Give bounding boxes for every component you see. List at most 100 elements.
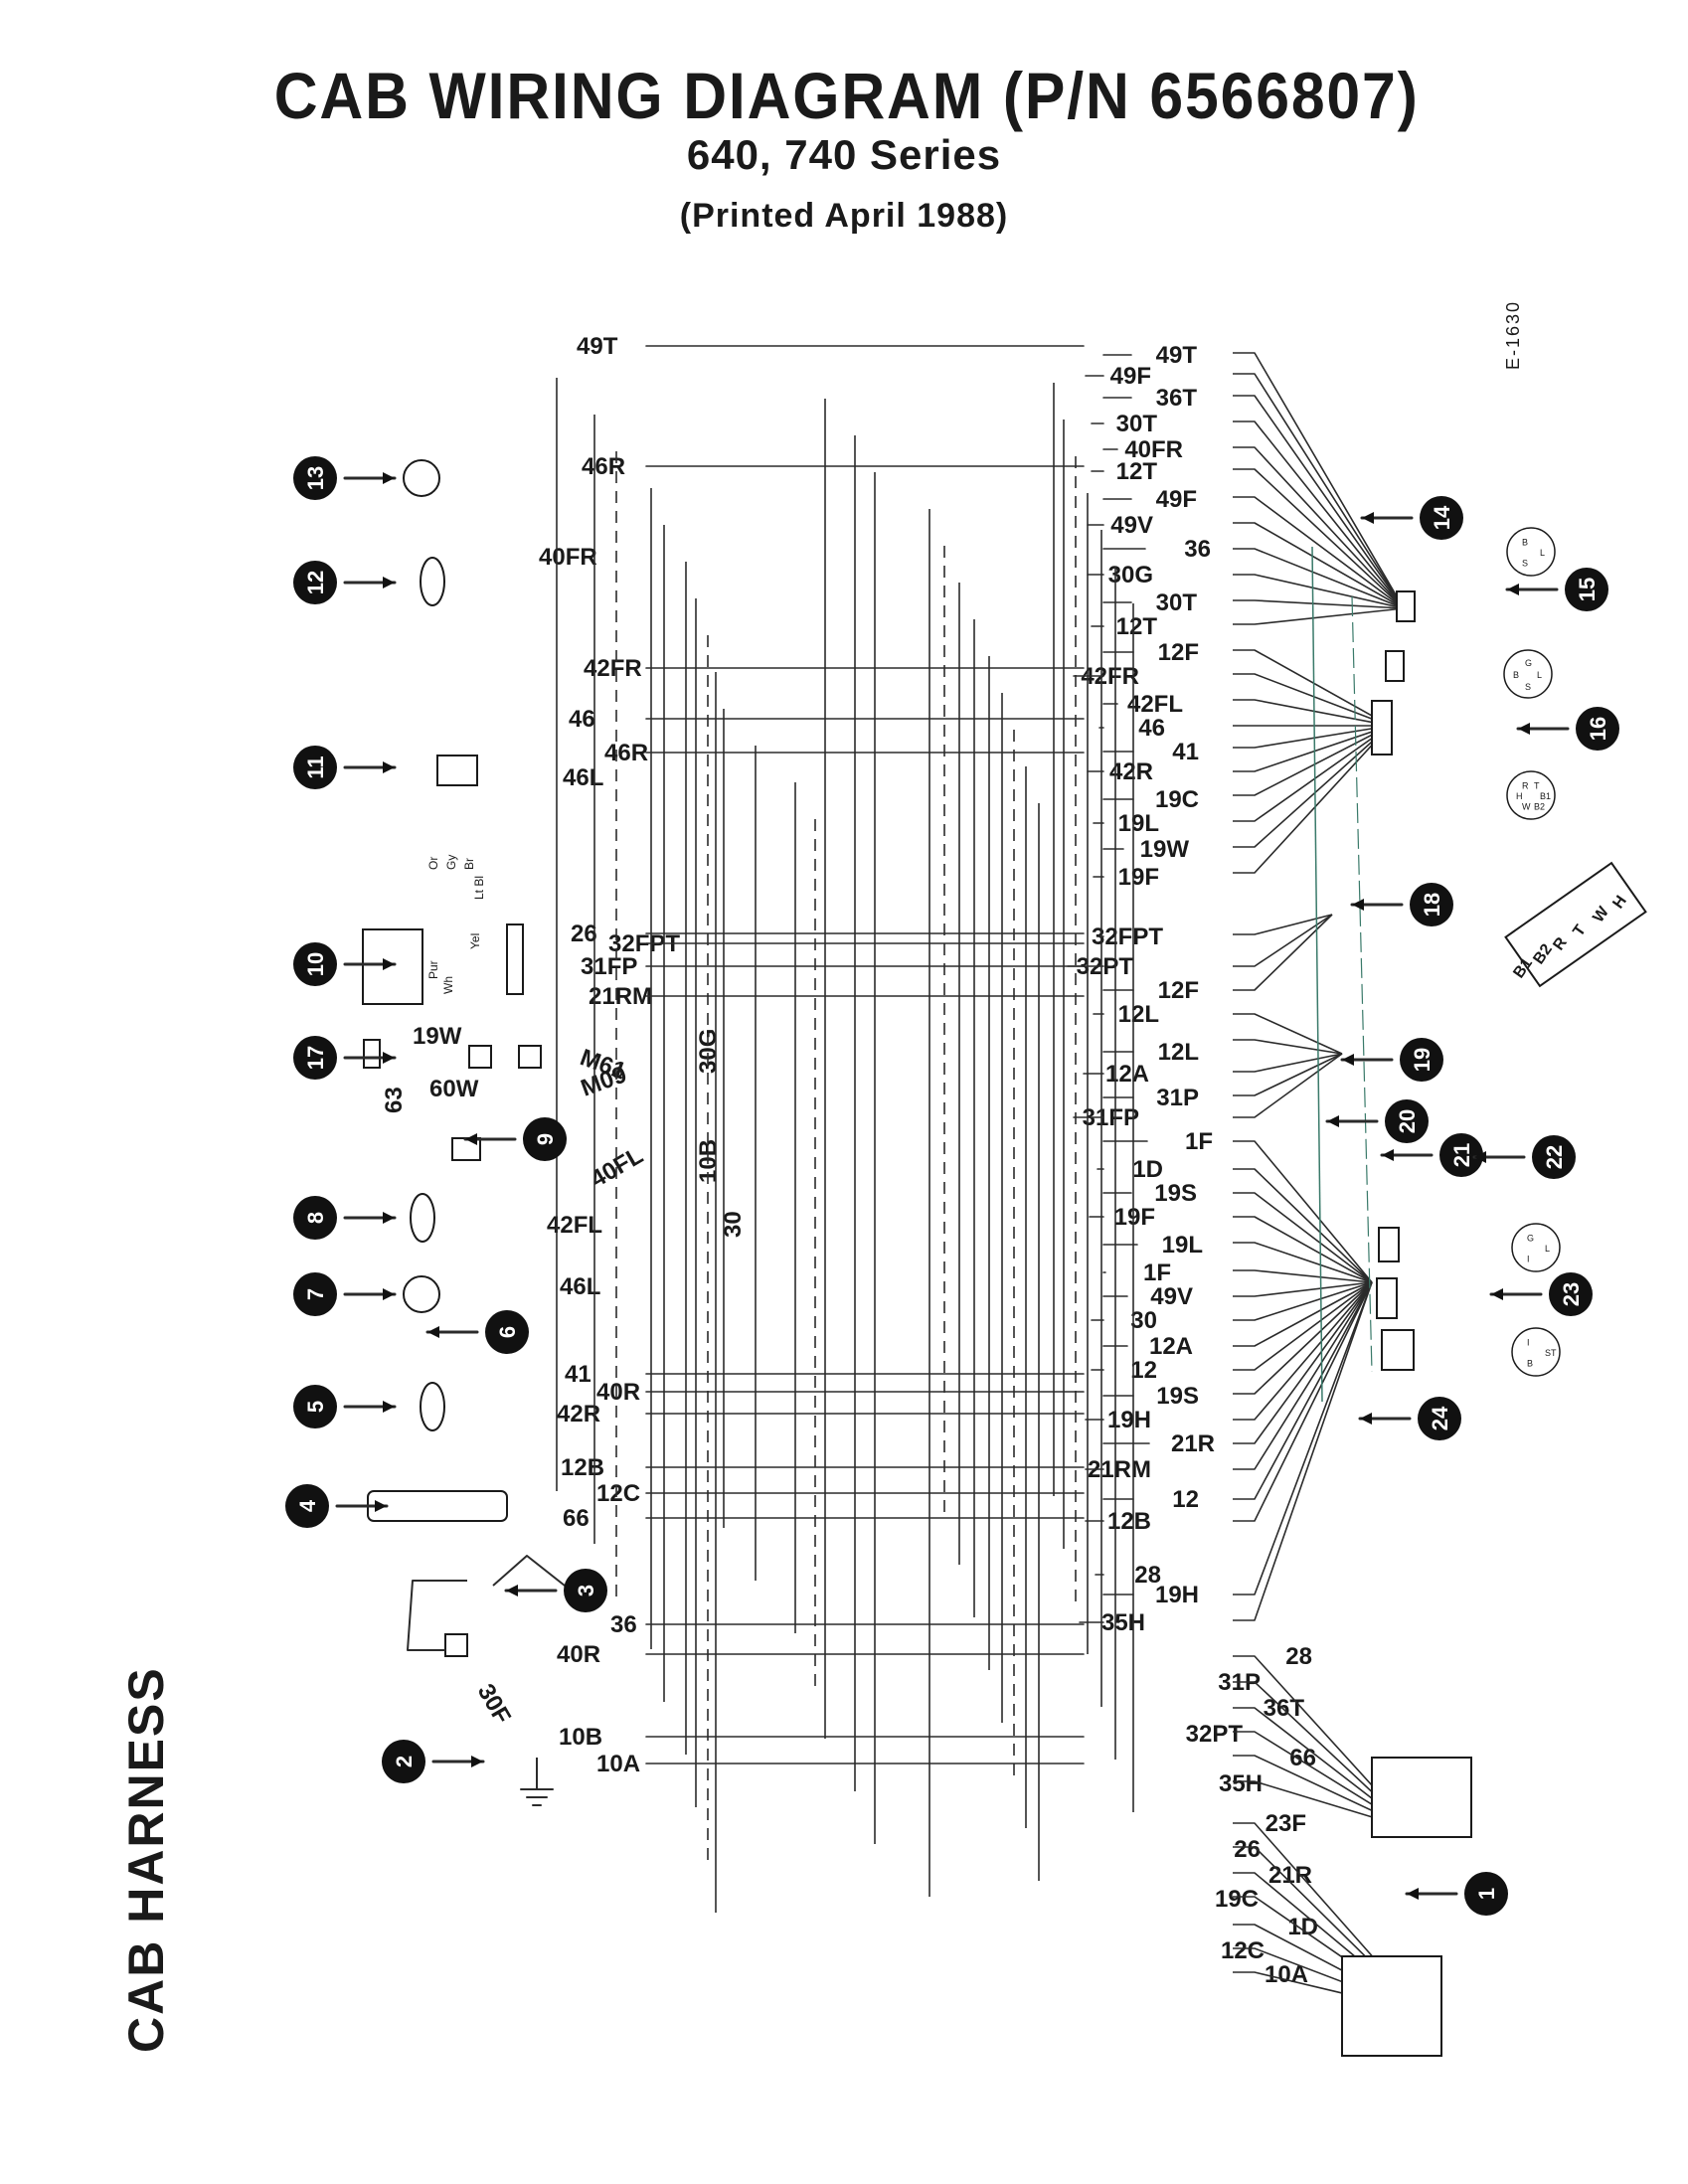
left-wire-label: 12B (561, 1454, 604, 1481)
connector-17 (363, 1039, 381, 1069)
callout-number: 5 (303, 1401, 328, 1413)
callout-number: 3 (574, 1585, 598, 1596)
left-wire-label: 21RM (589, 983, 652, 1010)
left-wire-label: 10A (596, 1751, 640, 1777)
right-wire-label: 12F (1158, 639, 1199, 666)
fan-wire (1233, 1281, 1373, 1321)
callout-badge-17 (293, 1036, 337, 1080)
pin-label: L (1545, 1244, 1550, 1254)
left-wire-label: 63 (381, 1087, 408, 1113)
right-wire-label: 49F (1110, 363, 1151, 390)
fan-wire (1233, 1281, 1373, 1444)
fan-wire (1233, 673, 1391, 727)
callout-arrowhead (1352, 899, 1364, 911)
right-wire-label: 46 (1138, 715, 1165, 742)
callout-badge-3 (564, 1569, 607, 1612)
fan-wire (1233, 1281, 1373, 1297)
callout-badge-5 (293, 1385, 337, 1428)
callout-badge-2 (382, 1740, 425, 1783)
callout-badge-14 (1420, 496, 1463, 540)
callout-number: 14 (1430, 505, 1454, 530)
callout-number: 15 (1575, 578, 1600, 601)
callout-number: 8 (303, 1212, 328, 1224)
callout-number: 1 (1474, 1888, 1499, 1900)
right-wire-label: 12F (1158, 977, 1199, 1004)
pin-label: G (1525, 658, 1532, 668)
lamp-8 (410, 1193, 435, 1243)
switch-detail-22 (1511, 1223, 1561, 1272)
callout-arrowhead (465, 1133, 477, 1145)
fan-wire (1233, 1281, 1373, 1522)
module-10 (362, 928, 423, 1005)
fan-wire (1233, 1168, 1373, 1283)
fan-wire (1233, 725, 1391, 848)
fan-wire (1233, 649, 1391, 727)
callout-badge-23 (1549, 1272, 1593, 1316)
right-wire-label: 19S (1154, 1180, 1197, 1207)
left-wire-label: 46L (563, 764, 603, 791)
callout-number: 19 (1410, 1048, 1435, 1072)
lamp-7 (403, 1275, 440, 1313)
callout-number: 10 (303, 952, 328, 976)
callout-number: 13 (303, 466, 328, 490)
right-wire-label: 35H (1219, 1770, 1263, 1797)
left-wire-label: 31FP (581, 953, 637, 980)
left-wire-label: 41 (565, 1361, 591, 1388)
wire-colour-label: Gy (444, 855, 458, 870)
panel-line (1351, 595, 1373, 1373)
callout-arrowhead (1382, 1149, 1394, 1161)
callout-badge-20 (1385, 1099, 1429, 1143)
right-wire-label: 30 (1130, 1307, 1157, 1334)
callout-arrowhead (506, 1585, 518, 1596)
callout-arrowhead (1518, 723, 1530, 735)
right-wire-label: 28 (1134, 1562, 1161, 1589)
right-wire-label: 12T (1116, 613, 1158, 640)
right-wire-label: 49V (1110, 512, 1153, 539)
wire-colour-label: Br (462, 858, 476, 870)
fan-wire (1233, 725, 1391, 796)
connector-1b (1341, 1955, 1442, 2057)
fan-wire (1233, 395, 1405, 609)
module-10-plug (506, 924, 524, 995)
right-wire-label: 12A (1105, 1061, 1149, 1088)
callout-number: 22 (1542, 1145, 1567, 1169)
connector-14 (1396, 590, 1416, 622)
lamp-5 (420, 1382, 445, 1431)
sensor-4 (367, 1490, 508, 1522)
left-wire-label: 26 (571, 921, 597, 947)
fan-wire (1233, 446, 1405, 609)
rocker-switch (1504, 861, 1647, 988)
pin-label: W (1522, 801, 1531, 811)
wire-colour-label: Wh (441, 976, 455, 994)
callout-badge-4 (285, 1484, 329, 1528)
fan-wire (1233, 725, 1391, 874)
callout-arrowhead (1474, 1151, 1486, 1163)
fan-wire (1233, 914, 1333, 967)
switch-detail-15 (1503, 649, 1553, 699)
fan-wire (1233, 420, 1405, 609)
pin-label: B2 (1534, 801, 1545, 811)
callout-arrowhead (1327, 1115, 1339, 1127)
callout-badge-13 (293, 456, 337, 500)
right-wire-label: 41 (1172, 739, 1199, 765)
fan-wire (1233, 1053, 1343, 1073)
callout-arrowhead (383, 1401, 395, 1413)
callout-arrowhead (1342, 1054, 1354, 1066)
wire-colour-label: Or (426, 857, 440, 870)
left-wire-label: 40FR (539, 544, 597, 571)
right-wire-label: 30T (1156, 589, 1198, 616)
right-wire-label: 12 (1130, 1357, 1157, 1384)
callout-number: 16 (1586, 717, 1610, 741)
callout-number: 12 (303, 571, 328, 594)
callout-arrowhead (383, 1052, 395, 1064)
left-wire-label: 19W (413, 1023, 462, 1050)
fan-wire (1233, 1281, 1373, 1371)
fan-wire (1233, 725, 1391, 822)
fan-wire (1233, 1731, 1413, 1830)
lamp-12 (420, 557, 445, 606)
callout-arrowhead (375, 1500, 387, 1512)
right-wire-label: 12 (1172, 1486, 1199, 1513)
callout-badge-10 (293, 942, 337, 986)
callout-arrowhead (1407, 1888, 1419, 1900)
right-wire-label: 32PT (1186, 1721, 1244, 1748)
